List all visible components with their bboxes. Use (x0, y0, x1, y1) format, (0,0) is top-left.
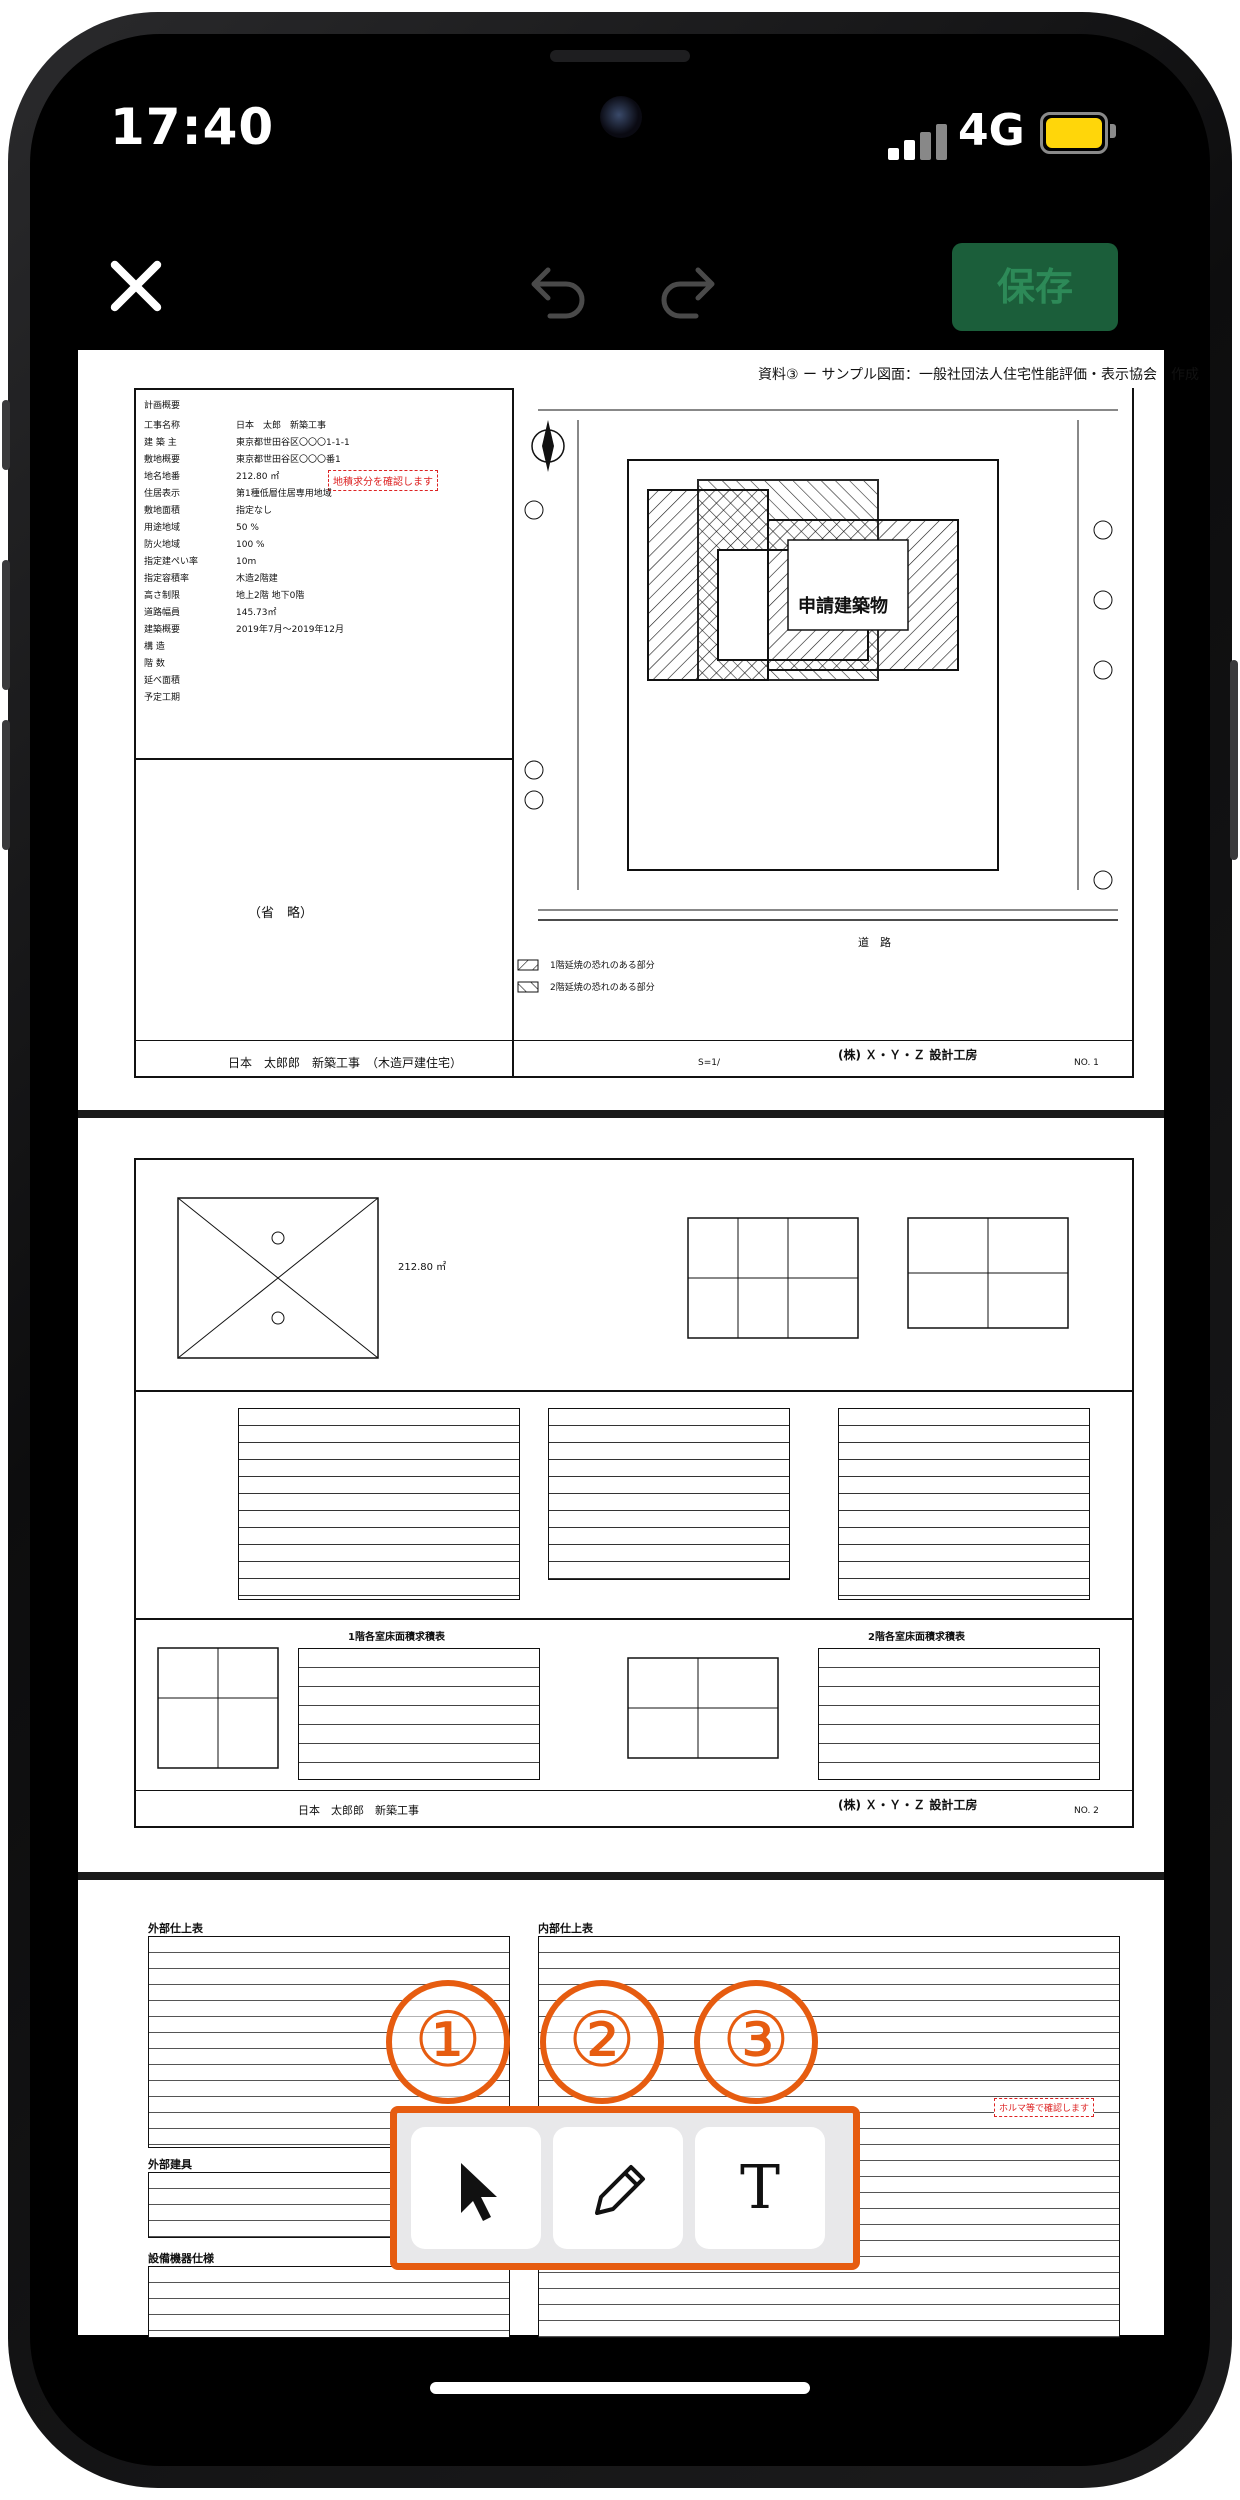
text-tool-button[interactable]: T (695, 2127, 825, 2249)
area-table-1 (238, 1408, 520, 1600)
status-time: 17:40 (110, 98, 275, 156)
volume-down-button (2, 720, 10, 850)
speaker (550, 50, 690, 62)
undo-icon (531, 267, 585, 319)
page2-footer-company: (株) Ｘ・Ｙ・Ｚ 設計工房 (838, 1798, 978, 1812)
save-button[interactable]: 保存 (952, 243, 1118, 331)
marker-3: ③ (694, 1980, 818, 2104)
close-button[interactable] (106, 256, 166, 316)
project-summary-table: 計画概要 工事名称 建 築 主 敷地概要 地名地番 住居表示 敷地面積 用途地域… (144, 401, 199, 703)
screen: 17:40 4G 保存 資料③ ー サンプル図面：一般社団法人住宅性能評価・表示… (30, 34, 1210, 2466)
page-divider-2 (78, 1872, 1164, 1880)
undo-button[interactable] (520, 258, 590, 319)
drawing-page-1: 資料③ ー サンプル図面：一般社団法人住宅性能評価・表示協会 作成 （省 略） … (78, 350, 1199, 1110)
page1-footer-no: NO. 1 (1074, 1058, 1099, 1068)
page1-footer-company: (株) Ｘ・Ｙ・Ｚ 設計工房 (838, 1048, 978, 1062)
redo-button[interactable] (656, 258, 726, 319)
text-icon: T (739, 2153, 781, 2223)
floor2-title: 2階各室床面積求積表 (868, 1632, 965, 1643)
total-area: 212.80 ㎡ (398, 1262, 447, 1273)
drawing-page-2: 212.80 ㎡ 1階各室床面積求積表 2階各室床面積求積表 (78, 1118, 1164, 1872)
network-label: 4G (958, 105, 1025, 156)
floor1-calc-table (298, 1648, 540, 1780)
floor2-calc-table (818, 1648, 1100, 1780)
page1-header: 資料③ ー サンプル図面：一般社団法人住宅性能評価・表示協会 作成 (758, 367, 1200, 383)
annotation-tool-panel: T (390, 2106, 860, 2270)
fixtures-title: 外部建具 (148, 2158, 192, 2171)
exterior-title: 外部仕上表 (148, 1922, 203, 1935)
omit-label: （省 略） (248, 906, 314, 921)
page3-note-red: ホルマ等で確認します (994, 2098, 1095, 2117)
page1-note-red: 地積求分を確認します (328, 470, 438, 491)
interior-title: 内部仕上表 (538, 1922, 593, 1935)
floor1-plan (157, 1647, 279, 1769)
front-camera (600, 96, 642, 138)
building-label: 申請建築物 (798, 592, 888, 618)
battery-cap (1110, 124, 1116, 138)
page1-footer-scale: S=1/ (698, 1058, 721, 1068)
floor1-title: 1階各室床面積求積表 (348, 1632, 445, 1643)
equipment-table (148, 2266, 510, 2338)
project-summary-values: 日本 太郎 新築工事 東京都世田谷区〇〇〇1-1-1 東京都世田谷区〇〇〇番1 … (236, 421, 350, 635)
site-area-diagram (177, 1197, 379, 1359)
legend-2: 2階延焼の恐れのある部分 (550, 983, 655, 993)
marker-1: ① (386, 1980, 510, 2104)
power-button (1230, 660, 1238, 860)
floor2-plan (627, 1657, 779, 1759)
road-label: 道 路 (858, 936, 891, 949)
close-icon (106, 256, 166, 316)
redo-icon (661, 267, 715, 319)
page1-footer-owner: 日本 太郎郎 新築工事 （木造戸建住宅） (228, 1056, 463, 1070)
signal-icon (888, 116, 958, 160)
page2-footer-no: NO. 2 (1074, 1806, 1099, 1816)
marker-2: ② (540, 1980, 664, 2104)
area-table-2 (548, 1408, 790, 1580)
area-table-3 (838, 1408, 1090, 1600)
battery-icon (1040, 112, 1108, 154)
draw-tool-button[interactable] (553, 2127, 683, 2249)
site-plan-drawing (517, 409, 1118, 993)
home-indicator (430, 2382, 810, 2394)
page2-footer-owner: 日本 太郎郎 新築工事 (298, 1804, 419, 1817)
volume-up-button (2, 560, 10, 690)
pencil-icon (595, 2165, 645, 2215)
equipment-title: 設備機器仕様 (148, 2252, 214, 2265)
legend-1: 1階延焼の恐れのある部分 (550, 961, 655, 971)
page-divider-1 (78, 1110, 1164, 1118)
cursor-icon (461, 2163, 497, 2221)
floor-plan-small (687, 1217, 1069, 1339)
action-button (2, 400, 10, 470)
select-tool-button[interactable] (411, 2127, 541, 2249)
